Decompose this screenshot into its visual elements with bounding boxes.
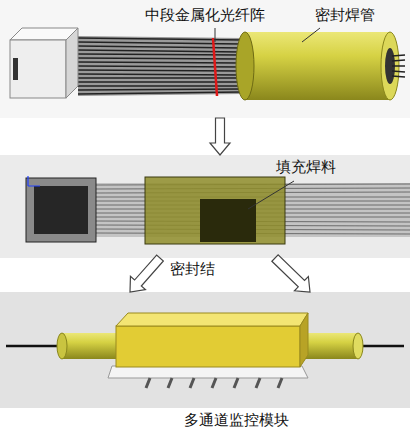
part-label: 填充焊料 — [276, 158, 336, 176]
tube-end — [57, 333, 67, 359]
caption: 多通道监控模块 — [184, 411, 289, 429]
flow-arrow — [210, 118, 230, 155]
tube-end — [353, 333, 363, 359]
part-label: 密封焊管 — [315, 6, 375, 24]
panel-ground — [0, 0, 410, 118]
seal-joint — [145, 177, 285, 244]
illustration-panel: 中段金属化光纤阵 密封焊管 — [0, 0, 410, 118]
panel-ground — [0, 292, 410, 408]
module-pins — [146, 378, 282, 388]
module-housing — [116, 326, 300, 367]
solder-fill — [200, 199, 256, 242]
leader-line — [248, 181, 294, 209]
axis-marker — [28, 176, 40, 186]
fiber-ends — [392, 55, 405, 77]
solder-tube — [245, 32, 390, 100]
caption: 密封结 — [170, 260, 215, 278]
metallized-ring — [213, 38, 217, 96]
module-top — [116, 313, 308, 326]
solder-tube — [62, 333, 120, 359]
panel-ground — [0, 155, 410, 258]
connector-slot — [13, 58, 18, 80]
illustration-panel: 多通道监控模块 — [0, 292, 410, 408]
connector-block — [10, 40, 66, 98]
connector-core — [34, 186, 88, 234]
part-label: 中段金属化光纤阵 — [145, 6, 265, 24]
module-side — [300, 313, 308, 367]
leader-line — [215, 28, 320, 42]
connector-block — [26, 178, 96, 242]
flow-arrow — [272, 255, 310, 292]
illustration-panel: 填充焊料密封结 — [0, 155, 410, 258]
flow-arrow — [130, 255, 163, 292]
connector-side — [66, 28, 78, 98]
fiber-band — [78, 36, 242, 96]
tube-end — [236, 32, 254, 100]
base-plate — [108, 366, 308, 378]
